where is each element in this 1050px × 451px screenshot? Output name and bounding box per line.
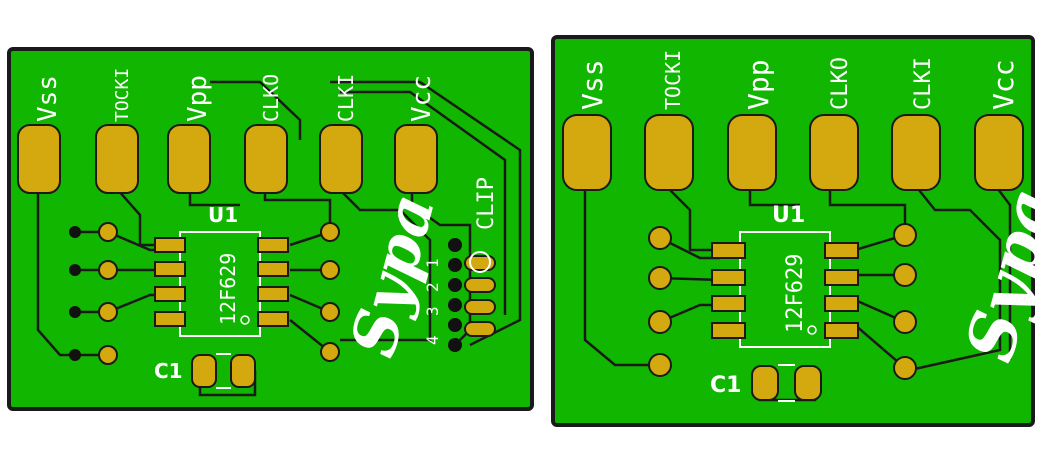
ic-value: 12F629 (783, 254, 808, 333)
ic-ref: U1 (208, 203, 238, 227)
pin-label: Vss (576, 59, 609, 110)
right-board: Vss TOCKI Vpp CLKO CLKI Vcc (551, 35, 1050, 427)
pin-label: Vcc (407, 75, 437, 122)
pin-label: TOCKI (112, 68, 133, 122)
left-capacitor: C1 (154, 353, 256, 389)
pin-label: CLKO (259, 74, 283, 122)
clip-pin-4: 4 (423, 335, 442, 345)
right-pin-labels: Vss TOCKI Vpp CLKO CLKI Vcc (576, 50, 1020, 110)
cap-ref: C1 (710, 373, 741, 398)
ic-value: 12F629 (216, 253, 240, 325)
clip-label: CLIP (474, 177, 499, 230)
right-header-pads (562, 114, 1024, 191)
left-clip: CLIP 4 3 2 1 (423, 177, 499, 345)
pin-label: CLKI (911, 57, 936, 110)
clip-pin-1: 1 (423, 258, 442, 268)
pin-label: Vpp (742, 59, 775, 110)
left-header-pads (17, 124, 438, 194)
pin-label: Vcc (987, 59, 1020, 110)
cap-ref: C1 (154, 359, 183, 383)
left-board: Vss TOCKI Vpp CLKO CLKI Vcc (7, 47, 534, 411)
left-round-pads (98, 222, 340, 365)
pad-clko (244, 124, 288, 194)
pin-label: CLKO (828, 57, 853, 110)
pad-vcc (394, 124, 438, 194)
pad-tocki (95, 124, 139, 194)
pin-label: CLKI (334, 74, 358, 122)
clip-pin-3: 3 (423, 306, 442, 316)
pad-vpp (167, 124, 211, 194)
pad-vss (17, 124, 61, 194)
pin-label: TOCKI (661, 50, 685, 110)
right-ic: U1 12F629 (711, 203, 859, 348)
pin-label: Vss (33, 75, 63, 122)
left-vias (69, 226, 462, 361)
pin-label: Vpp (183, 75, 213, 122)
ic-ref: U1 (772, 203, 805, 228)
left-pin-labels: Vss TOCKI Vpp CLKO CLKI Vcc (33, 68, 437, 122)
pad-clki (319, 124, 363, 194)
clip-pin-2: 2 (423, 282, 442, 292)
right-round-pads (648, 223, 917, 380)
right-capacitor: C1 (710, 364, 822, 402)
left-ic: U1 12F629 (154, 203, 289, 337)
